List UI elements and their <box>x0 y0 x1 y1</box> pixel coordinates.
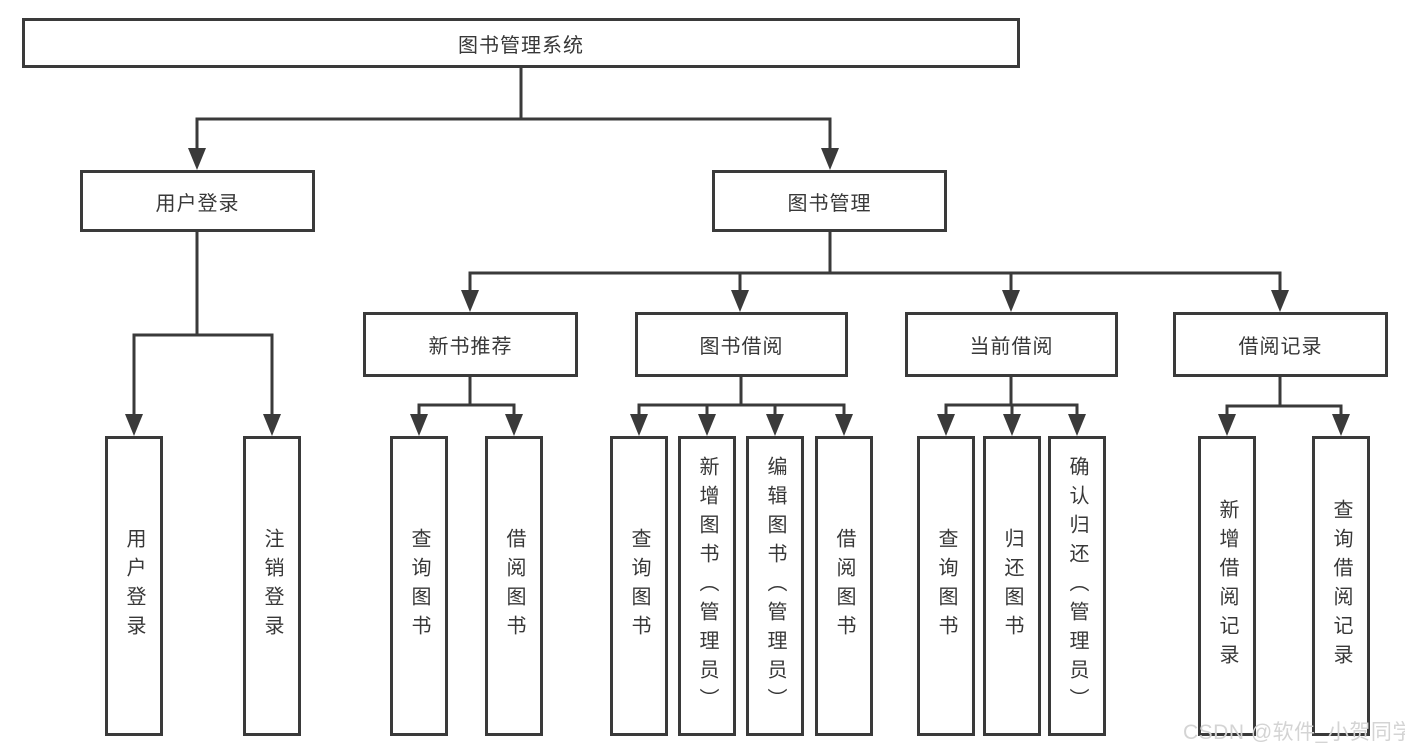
node-root-label: 图书管理系统 <box>458 34 584 57</box>
leaf-cb-return-books: 归还图书 <box>983 436 1041 736</box>
leaf-bb-add-books-admin: 新增图书（管理员） <box>678 436 736 736</box>
node-new-book-recommend-label: 新书推荐 <box>428 336 513 358</box>
connector-userlogin-to-leaves <box>125 232 281 436</box>
leaf-nbr-query-books: 查询图书 <box>390 436 448 736</box>
node-book-borrowing-label: 图书借阅 <box>699 336 784 358</box>
node-book-borrowing: 图书借阅 <box>635 312 848 377</box>
leaf-logout: 注销登录 <box>243 436 301 736</box>
leaf-logout-label: 注销登录 <box>261 528 283 644</box>
connector-newbookrec-to-leaves <box>410 377 523 436</box>
connector-root-to-level1 <box>188 68 839 170</box>
node-user-login-label: 用户登录 <box>155 192 240 215</box>
connector-borrowrecord-to-leaves <box>1218 377 1350 436</box>
node-book-management: 图书管理 <box>712 170 947 232</box>
leaf-cb-return-books-label: 归还图书 <box>1001 528 1023 644</box>
leaf-cb-confirm-return-admin-label: 确认归还（管理员） <box>1066 455 1088 717</box>
leaf-br-add-borrow-record: 新增借阅记录 <box>1198 436 1256 736</box>
node-current-borrowing-label: 当前借阅 <box>969 336 1054 358</box>
connector-bookmgmt-to-level2 <box>461 232 1289 312</box>
leaf-cb-query-books-label: 查询图书 <box>935 528 957 644</box>
leaf-bb-edit-books-admin: 编辑图书（管理员） <box>746 436 804 736</box>
leaf-bb-borrow-books-label: 借阅图书 <box>833 528 855 644</box>
leaf-nbr-borrow-books: 借阅图书 <box>485 436 543 736</box>
connector-bookborrow-to-leaves <box>630 377 853 436</box>
leaf-bb-edit-books-admin-label: 编辑图书（管理员） <box>764 455 786 717</box>
leaf-br-query-borrow-record: 查询借阅记录 <box>1312 436 1370 736</box>
leaf-bb-add-books-admin-label: 新增图书（管理员） <box>696 455 718 717</box>
node-borrowing-records-label: 借阅记录 <box>1238 336 1323 358</box>
node-root-system: 图书管理系统 <box>22 18 1020 68</box>
node-book-management-label: 图书管理 <box>787 192 872 215</box>
leaf-cb-query-books: 查询图书 <box>917 436 975 736</box>
leaf-bb-borrow-books: 借阅图书 <box>815 436 873 736</box>
connector-currentborrow-to-leaves <box>937 377 1086 436</box>
leaf-user-login: 用户登录 <box>105 436 163 736</box>
node-user-login: 用户登录 <box>80 170 315 232</box>
leaf-bb-query-books: 查询图书 <box>610 436 668 736</box>
node-new-book-recommend: 新书推荐 <box>363 312 578 377</box>
node-current-borrowing: 当前借阅 <box>905 312 1118 377</box>
node-borrowing-records: 借阅记录 <box>1173 312 1388 377</box>
leaf-nbr-query-books-label: 查询图书 <box>408 528 430 644</box>
leaf-user-login-label: 用户登录 <box>123 528 145 644</box>
leaf-nbr-borrow-books-label: 借阅图书 <box>503 528 525 644</box>
leaf-cb-confirm-return-admin: 确认归还（管理员） <box>1048 436 1106 736</box>
leaf-br-add-borrow-record-label: 新增借阅记录 <box>1216 499 1238 673</box>
leaf-br-query-borrow-record-label: 查询借阅记录 <box>1330 499 1352 673</box>
leaf-bb-query-books-label: 查询图书 <box>628 528 650 644</box>
csdn-watermark: CSDN @软件_小贺同学 <box>1183 721 1405 744</box>
